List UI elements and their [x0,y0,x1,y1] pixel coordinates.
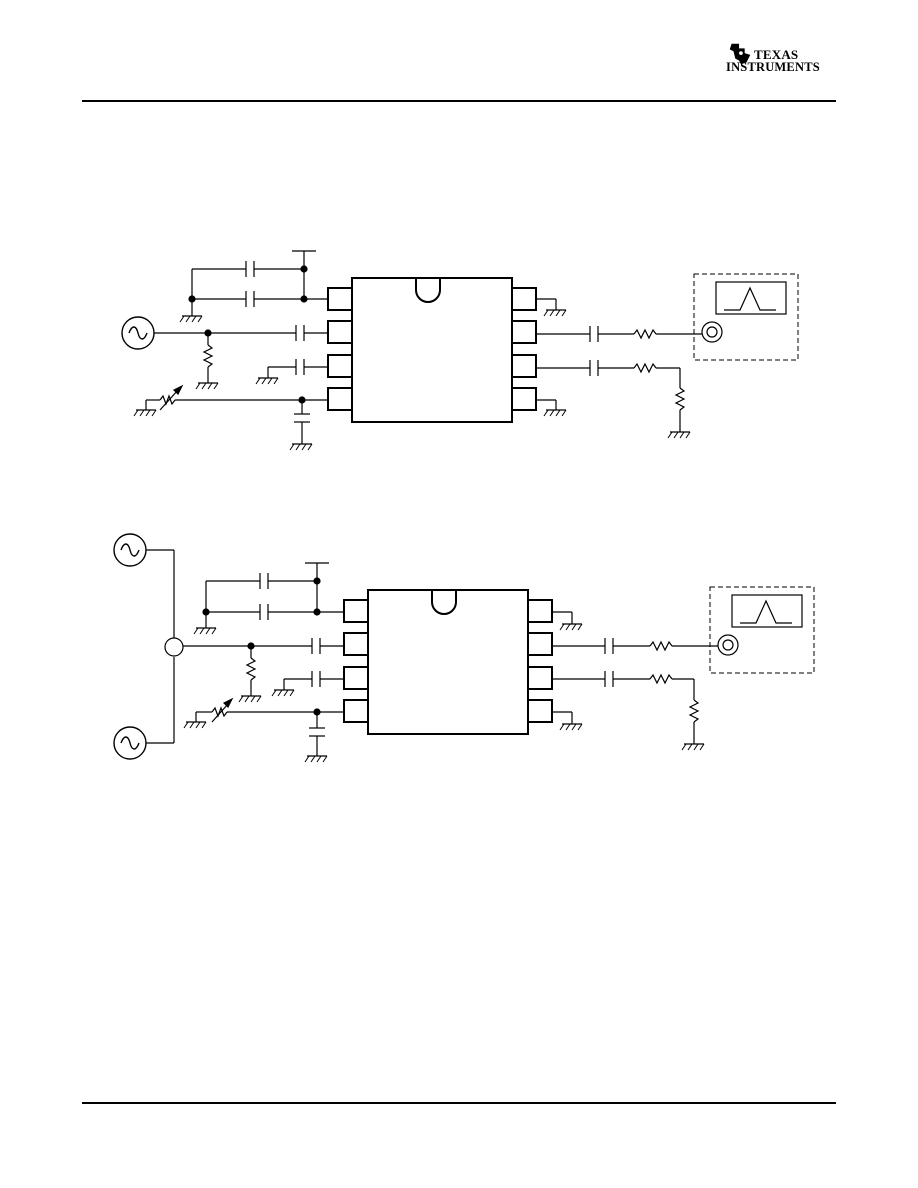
variable-resistor-icon [159,394,176,406]
ground-icon [543,309,567,317]
ground-icon [183,721,207,729]
capacitor-icon [589,359,599,377]
spectrum-analyzer-icon [693,273,799,361]
ti-state-icon [729,43,751,65]
ground-icon [681,743,705,751]
ac-source-icon [113,533,147,567]
footer-rule [82,1102,836,1104]
ground-icon [271,689,295,697]
ground-icon [195,382,219,390]
resistor-icon [633,328,657,340]
single-source-test-circuit [121,250,799,451]
ground-icon [559,723,583,731]
capacitor-icon [293,413,311,423]
capacitor-icon [295,358,305,376]
logo-line1: Texas [754,47,799,62]
ground-icon [238,695,262,703]
capacitor-icon [245,290,255,308]
capacitor-icon [311,637,321,655]
resistor-icon [633,362,657,374]
ground-icon [133,409,157,417]
dual-source-test-circuit [113,533,815,763]
ground-icon [193,627,217,635]
ground-icon [667,431,691,439]
capacitor-icon [308,727,326,737]
logo-wordmark: Texas Instruments [726,47,820,74]
ground-icon [179,315,203,323]
capacitor-icon [589,325,599,343]
ac-source-icon [121,316,155,350]
capacitor-icon [295,324,305,342]
spectrum-analyzer-icon [709,586,815,674]
resistor-icon [649,640,673,652]
ic-8-pin-icon [327,277,537,423]
capacitor-icon [259,572,269,590]
capacitor-icon [604,670,614,688]
capacitor-icon [245,260,255,278]
combiner-icon [164,637,184,657]
capacitor-icon [604,637,614,655]
capacitor-icon [311,670,321,688]
ic-8-pin-icon [343,589,553,735]
ground-icon [559,623,583,631]
resistor-icon [649,673,673,685]
header-rule [82,100,836,102]
capacitor-icon [259,603,269,621]
ac-source-icon [113,726,147,760]
ground-icon [255,377,279,385]
ground-icon [304,755,328,763]
logo-line2: Instruments [726,60,820,74]
ground-icon [543,409,567,417]
ground-icon [289,443,313,451]
variable-resistor-icon [211,706,228,718]
